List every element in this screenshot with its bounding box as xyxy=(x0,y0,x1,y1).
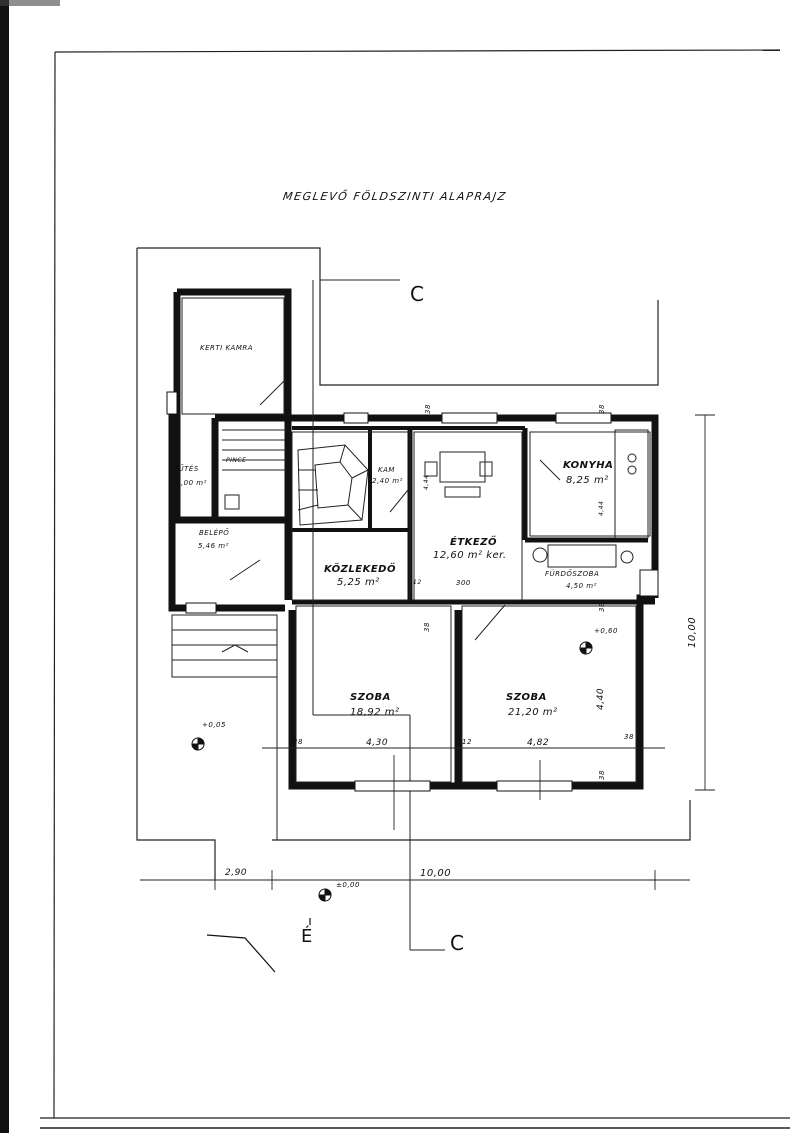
dim-4-82: 4,82 xyxy=(527,738,550,748)
dim-38-d: 38 xyxy=(598,404,606,414)
room-area-konyha: 8,25 m² xyxy=(566,475,609,486)
dim-38-a: 38 xyxy=(293,738,303,746)
dim-2-90: 2,90 xyxy=(225,868,248,878)
section-label-top: C xyxy=(410,282,425,306)
level-label-3: ±0,00 xyxy=(336,881,360,889)
dim-12-b: 12 xyxy=(462,738,472,746)
dim-4-44-a: 4,44 xyxy=(423,474,430,490)
room-area-kam: 2,40 m² xyxy=(372,477,403,485)
dim-38-c: 38 xyxy=(424,404,432,414)
inner-lines xyxy=(181,279,651,951)
room-area-belepo: 5,46 m² xyxy=(198,542,229,550)
dim-12-a: 12 xyxy=(413,579,422,586)
room-label-szoba-1: SZOBA xyxy=(350,692,391,703)
room-label-futes: FŰTÉS xyxy=(174,465,199,473)
room-area-szoba-2: 21,20 m² xyxy=(508,707,558,718)
room-label-furdoszoba: FÜRDŐSZOBA xyxy=(545,570,600,578)
dim-38-f: 38 xyxy=(598,602,606,612)
walls xyxy=(168,288,659,790)
room-label-pince: PINCE xyxy=(226,457,247,464)
scan-edge-top xyxy=(0,0,60,6)
room-label-etkezo: ÉTKEZŐ xyxy=(450,537,497,548)
sheet-frame xyxy=(40,49,790,1129)
room-label-szoba-2: SZOBA xyxy=(506,692,547,703)
dimension-lines xyxy=(140,414,715,890)
site-outline xyxy=(136,247,691,880)
dim-10-00-vertical: 10,00 xyxy=(687,616,698,648)
stair xyxy=(222,429,369,526)
north-label: É xyxy=(301,926,313,947)
section-label-bottom: C xyxy=(450,931,465,955)
dim-4-44-b: 4,44 xyxy=(598,500,605,516)
room-label-kozlekedo: KÖZLEKEDŐ xyxy=(324,564,396,575)
room-area-furdoszoba: 4,50 m² xyxy=(566,582,597,590)
room-area-etkezo: 12,60 m² ker. xyxy=(433,550,507,561)
dim-4-40: 4,40 xyxy=(596,687,606,710)
dim-10-00-horizontal: 10,00 xyxy=(420,868,452,879)
dim-38-b: 38 xyxy=(624,733,634,741)
drawing-title: MEGLEVŐ FÖLDSZINTI ALAPRAJZ xyxy=(282,190,508,203)
level-markers xyxy=(191,641,593,902)
room-label-kam: KAM xyxy=(378,466,395,474)
scan-edge-left xyxy=(0,0,9,1133)
room-area-kozlekedo: 5,25 m² xyxy=(337,577,380,588)
dim-4-30: 4,30 xyxy=(366,738,389,748)
entrance-steps xyxy=(171,614,278,840)
room-label-kerti-kamra: KERTI KAMRA xyxy=(200,344,254,352)
room-label-konyha: KONYHA xyxy=(563,460,614,471)
furniture xyxy=(224,429,649,568)
dim-300: 300 xyxy=(456,579,471,587)
dim-38-e: 38 xyxy=(423,622,431,632)
room-label-belepo: BELÉPŐ xyxy=(199,529,230,537)
level-label-1: +0,60 xyxy=(594,627,618,635)
room-area-szoba-1: 18,92 m² xyxy=(350,707,400,718)
north-arrow xyxy=(206,918,311,973)
room-area-futes: 4,00 m² xyxy=(176,479,207,487)
level-label-2: +0,05 xyxy=(202,721,226,729)
dim-38-g: 38 xyxy=(598,770,606,780)
windows xyxy=(166,391,659,792)
